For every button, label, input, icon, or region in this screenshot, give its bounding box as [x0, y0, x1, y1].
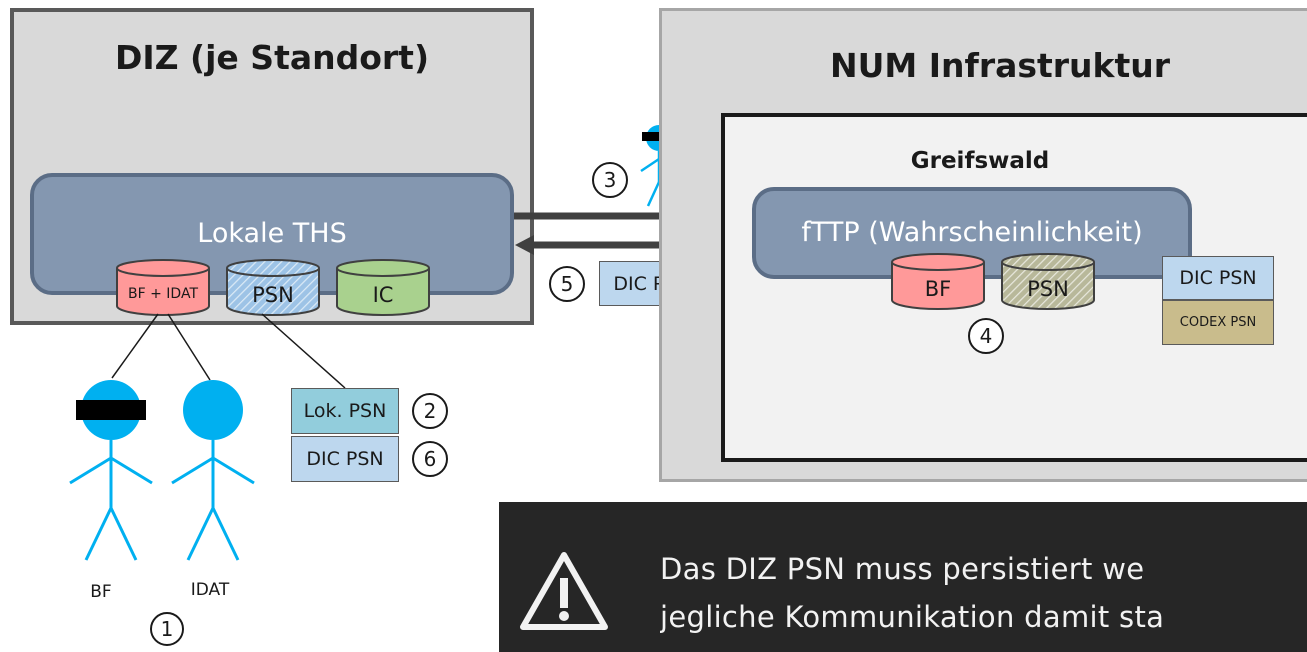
greifswald-title: Greifswald [910, 148, 1050, 174]
codex-psn-box: CODEX PSN [1162, 300, 1274, 345]
diz-title: DIZ (je Standort) [114, 38, 430, 77]
num-dic-psn-box: DIC PSN [1162, 256, 1274, 300]
db-psn-cylinder: PSN [225, 258, 321, 318]
db-bf-cylinder: BF [890, 252, 986, 312]
fttp-label: fTTP (Wahrscheinlichkeit) [801, 217, 1143, 248]
warning-banner [499, 502, 1307, 652]
lok-psn-box: Lok. PSN [291, 388, 399, 434]
db-ic-label: IC [372, 283, 394, 307]
step-2-circle: 2 [412, 393, 448, 429]
db-num-psn-cylinder: PSN [1000, 252, 1096, 312]
num-title: NUM Infrastruktur [829, 46, 1171, 85]
person-bf-label: BF [90, 582, 112, 602]
db-bf-label: BF [924, 277, 952, 301]
dic-psn-box: DIC PSN [291, 436, 399, 482]
db-psn-label: PSN [252, 283, 294, 307]
warning-icon [518, 550, 610, 632]
db-bf-idat-label: BF + IDAT [128, 286, 198, 302]
db-num-psn-label: PSN [1027, 277, 1069, 301]
step-3-circle: 3 [592, 162, 628, 198]
person-idat-label: IDAT [190, 580, 230, 600]
person-idat-figure [168, 378, 268, 568]
warning-text-line1: Das DIZ PSN muss persistiert we [660, 552, 1145, 586]
step-6-circle: 6 [412, 441, 448, 477]
db-ic-cylinder: IC [335, 258, 431, 318]
lokale-ths-label: Lokale THS [197, 218, 347, 249]
step-4-circle: 4 [968, 318, 1004, 354]
db-bf-idat-cylinder: BF + IDAT [115, 258, 211, 318]
step-5-circle: 5 [549, 266, 585, 302]
warning-text-line2: jegliche Kommunikation damit sta [660, 600, 1165, 634]
step-1-circle: 1 [150, 612, 184, 646]
person-bf-figure [64, 378, 164, 568]
